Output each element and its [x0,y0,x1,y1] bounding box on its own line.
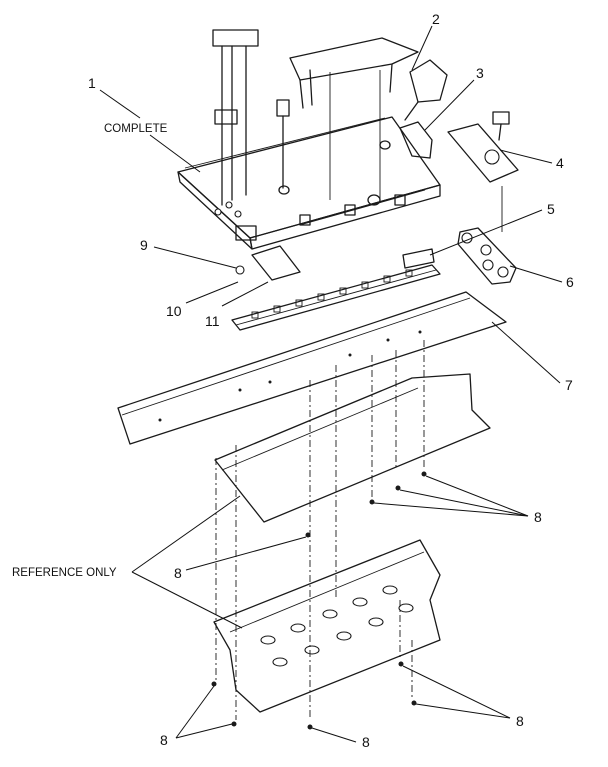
part-11-switch-board [231,264,441,331]
screws [211,471,427,730]
callout-7: 7 [565,377,573,393]
part-7-circuit-board [117,291,507,445]
callout-4: 4 [556,155,564,171]
callout-8-bottom-center: 8 [362,734,370,750]
callout-9: 9 [140,237,148,253]
reference-shield-lower [213,539,441,713]
leader-lines [99,25,563,743]
label-reference-only: REFERENCE ONLY [12,567,117,579]
callout-10: 10 [166,303,182,319]
callout-8-bottom-right: 8 [516,713,524,729]
part-5-strip-connector [402,248,435,269]
part-2-connector [404,59,448,121]
reference-shield-upper [214,373,491,523]
callout-5: 5 [547,201,555,217]
control-panel-assembly [177,29,441,250]
callout-11: 11 [205,313,220,329]
callout-3: 3 [476,65,484,81]
callout-labels: 1 COMPLETE 2 3 4 5 6 7 9 10 11 8 8 REFER… [12,11,574,750]
callout-8-bottom-left: 8 [160,732,168,748]
label-complete: COMPLETE [104,123,168,135]
callout-2: 2 [432,11,440,27]
part-6-bracket [457,186,517,285]
part-10-flex-cable [235,245,301,281]
callout-1: 1 [88,75,96,91]
callout-8-right: 8 [534,509,542,525]
part-3-clip [399,121,433,159]
callout-8-middle: 8 [174,565,182,581]
callout-6: 6 [566,274,574,290]
alignment-lines [215,340,425,720]
part-4-switch [447,111,519,183]
